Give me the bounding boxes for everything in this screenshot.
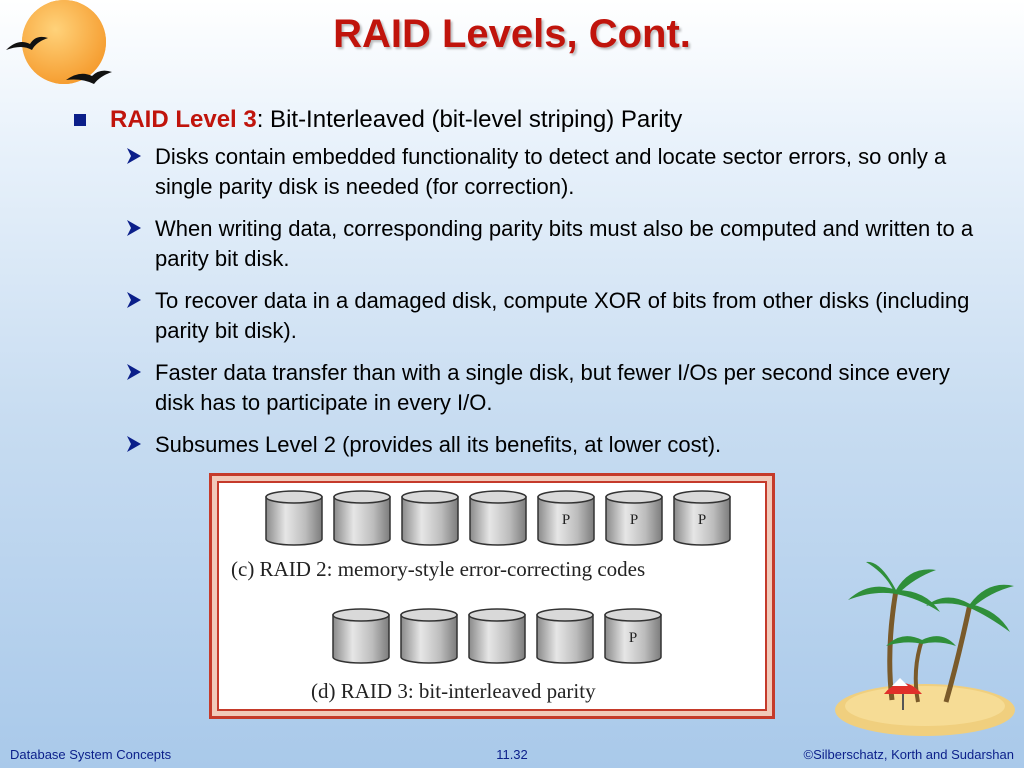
arrow-bullet-icon [127, 292, 141, 308]
arrow-bullet-icon [127, 220, 141, 236]
sub-bullet: When writing data, corresponding parity … [125, 214, 985, 274]
footer-course-name: Database System Concepts [10, 747, 172, 762]
palm-island-illustration [835, 561, 1015, 736]
sub-bullet: To recover data in a damaged disk, compu… [125, 286, 985, 346]
main-bullet: RAID Level 3: Bit-Interleaved (bit-level… [70, 104, 990, 136]
parity-label: P [629, 630, 637, 646]
data-disk-icon [400, 608, 458, 664]
raid-level-highlight: RAID Level 3 [110, 106, 257, 133]
parity-disk-icon: P [673, 490, 731, 546]
sun-birds-logo [6, 0, 112, 84]
raid3-disk-row: P [331, 607, 663, 665]
raid-figure-inner: P P P (c) RAID 2: memory-style error-corre… [217, 481, 767, 711]
main-bullet-text: : Bit-Interleaved (bit-level striping) P… [256, 106, 683, 133]
slide-title: RAID Levels, Cont. [333, 12, 691, 56]
data-disk-icon [333, 490, 391, 546]
parity-label: P [630, 512, 638, 528]
raid-figure: P P P (c) RAID 2: memory-style error-corre… [209, 473, 775, 719]
data-disk-icon [536, 608, 594, 664]
arrow-bullet-icon [127, 436, 141, 452]
sub-bullet-text: To recover data in a damaged disk, compu… [155, 288, 970, 343]
parity-disk-icon: P [537, 490, 595, 546]
sub-bullet-text: Faster data transfer than with a single … [155, 360, 950, 415]
footer-slide-number: 11.32 [496, 747, 528, 762]
data-disk-icon [468, 608, 526, 664]
data-disk-icon [265, 490, 323, 546]
sub-bullet: Faster data transfer than with a single … [125, 358, 985, 418]
raid3-caption: (d) RAID 3: bit-interleaved parity [311, 679, 596, 703]
data-disk-icon [332, 608, 390, 664]
parity-label: P [562, 512, 570, 528]
sub-bullet-text: Subsumes Level 2 (provides all its benef… [155, 432, 722, 457]
sub-bullet-text: When writing data, corresponding parity … [155, 216, 974, 271]
sub-bullet: Disks contain embedded functionality to … [125, 142, 985, 202]
data-disk-icon [469, 490, 527, 546]
parity-disk-icon: P [604, 608, 662, 664]
data-disk-icon [401, 490, 459, 546]
square-bullet-icon [74, 114, 86, 126]
footer-copyright: ©Silberschatz, Korth and Sudarshan [803, 747, 1014, 762]
raid2-caption: (c) RAID 2: memory-style error-correctin… [231, 557, 646, 581]
slide-content: RAID Level 3: Bit-Interleaved (bit-level… [70, 104, 990, 472]
arrow-bullet-icon [127, 148, 141, 164]
arrow-bullet-icon [127, 364, 141, 380]
parity-label: P [698, 512, 706, 528]
sub-bullet-text: Disks contain embedded functionality to … [155, 144, 947, 199]
parity-disk-icon: P [605, 490, 663, 546]
sub-bullet: Subsumes Level 2 (provides all its benef… [125, 430, 985, 460]
sub-bullet-list: Disks contain embedded functionality to … [70, 142, 990, 460]
